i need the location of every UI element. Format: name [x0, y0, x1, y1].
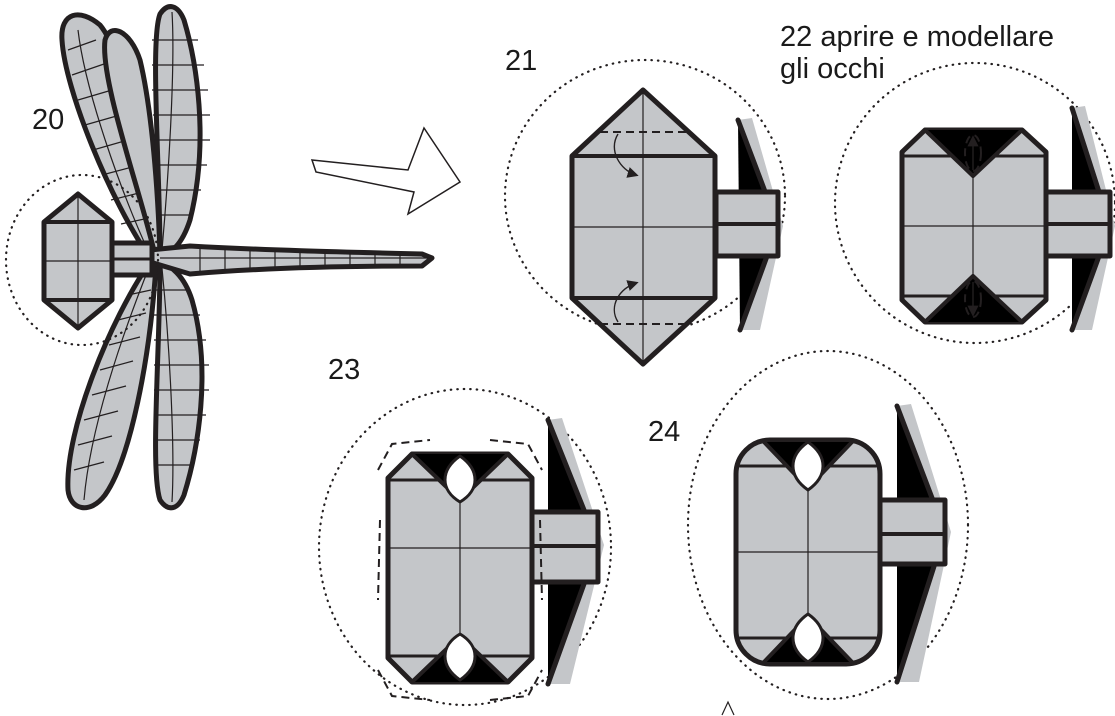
step-20-dragonfly [4, 4, 435, 511]
step-arrow-icon [310, 126, 462, 216]
step-21-number: 21 [505, 45, 538, 77]
zoom-circle-step-23 [317, 387, 613, 707]
tail [147, 243, 435, 277]
step-23-head [317, 387, 613, 707]
upper-right-wing [153, 4, 203, 258]
zoom-circle-step-20 [4, 173, 160, 347]
step-22-caption: 22 aprire e modellare gli occhi [780, 21, 1054, 86]
zoom-circle-step-24 [686, 349, 970, 701]
step-24-head [686, 349, 970, 701]
step-20-number: 20 [32, 104, 65, 136]
step-21-head [503, 58, 787, 367]
eye-bottom [443, 632, 477, 682]
lower-right-wing [153, 259, 205, 511]
step-24-number: 24 [648, 416, 681, 448]
eye-top [443, 454, 477, 504]
step-22-caption-line-2: gli occhi [780, 53, 885, 86]
lower-left-wing [65, 259, 159, 511]
step-23-number: 23 [328, 354, 361, 386]
step-22-head [833, 61, 1115, 345]
zoom-circle-step-21 [503, 58, 787, 334]
step-22-caption-line-1: 22 aprire e modellare [780, 21, 1055, 53]
